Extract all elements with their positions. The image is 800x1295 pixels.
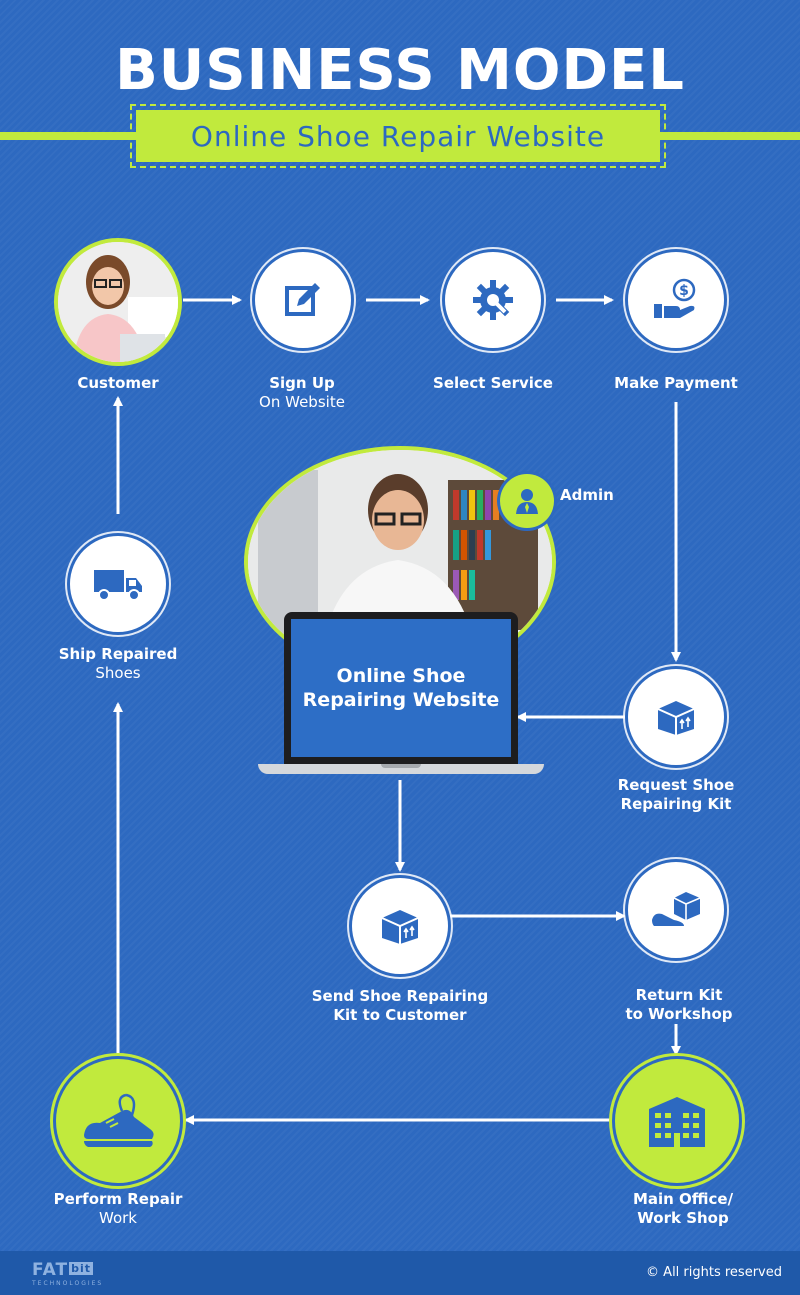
select-service-node (445, 252, 541, 348)
logo-subtext: TECHNOLOGIES (32, 1280, 104, 1287)
subtitle-box: Online Shoe Repair Website (130, 104, 666, 168)
admin-label: Admin (560, 486, 614, 504)
laptop: Online Shoe Repairing Website (258, 612, 544, 780)
ship-repaired-label: Ship Repaired Shoes (58, 645, 178, 682)
laptop-notch (381, 764, 421, 768)
page-subtitle: Online Shoe Repair Website (136, 110, 660, 162)
hand-dollar-icon: $ (654, 278, 696, 318)
copyright: © All rights reserved (646, 1265, 782, 1280)
screen-text-line1: Online Shoe (336, 665, 466, 687)
box-icon (657, 701, 695, 735)
screen-text-line2: Repairing Website (302, 689, 500, 711)
shoe-lace-icon (84, 1093, 154, 1147)
request-kit-node (628, 669, 724, 765)
make-payment-node: $ (628, 252, 724, 348)
shoe-box-icon (652, 892, 701, 926)
select-service-label: Select Service (433, 374, 553, 392)
box-icon (381, 910, 419, 944)
building-icon (649, 1097, 705, 1147)
copyright-icon: © (646, 1265, 660, 1280)
request-kit-label: Request Shoe Repairing Kit (617, 776, 735, 813)
truck-icon (94, 570, 142, 601)
perform-repair-label: Perform Repair Work (53, 1190, 183, 1227)
main-office-node (615, 1059, 739, 1183)
gear-wrench-icon (473, 280, 513, 320)
page-title: BUSINESS MODEL (115, 38, 685, 103)
laptop-screen: Online Shoe Repairing Website (284, 612, 518, 764)
admin-badge (500, 474, 554, 528)
customer-photo (54, 238, 182, 366)
admin-user-icon (516, 489, 538, 514)
laptop-base (258, 764, 544, 774)
send-kit-node (352, 878, 448, 974)
edit-form-icon (285, 283, 320, 316)
return-kit-node (628, 862, 724, 958)
customer-label: Customer (77, 374, 159, 392)
perform-repair-node (56, 1059, 180, 1183)
sign-up-label: Sign Up On Website (259, 374, 345, 411)
svg-text:$: $ (679, 283, 689, 299)
ship-repaired-node (70, 536, 166, 632)
sign-up-node (255, 252, 351, 348)
send-kit-label: Send Shoe Repairing Kit to Customer (311, 987, 489, 1024)
make-payment-label: Make Payment (614, 374, 738, 392)
main-office-label: Main Office/ Work Shop (632, 1190, 734, 1227)
return-kit-label: Return Kit to Workshop (625, 986, 733, 1023)
